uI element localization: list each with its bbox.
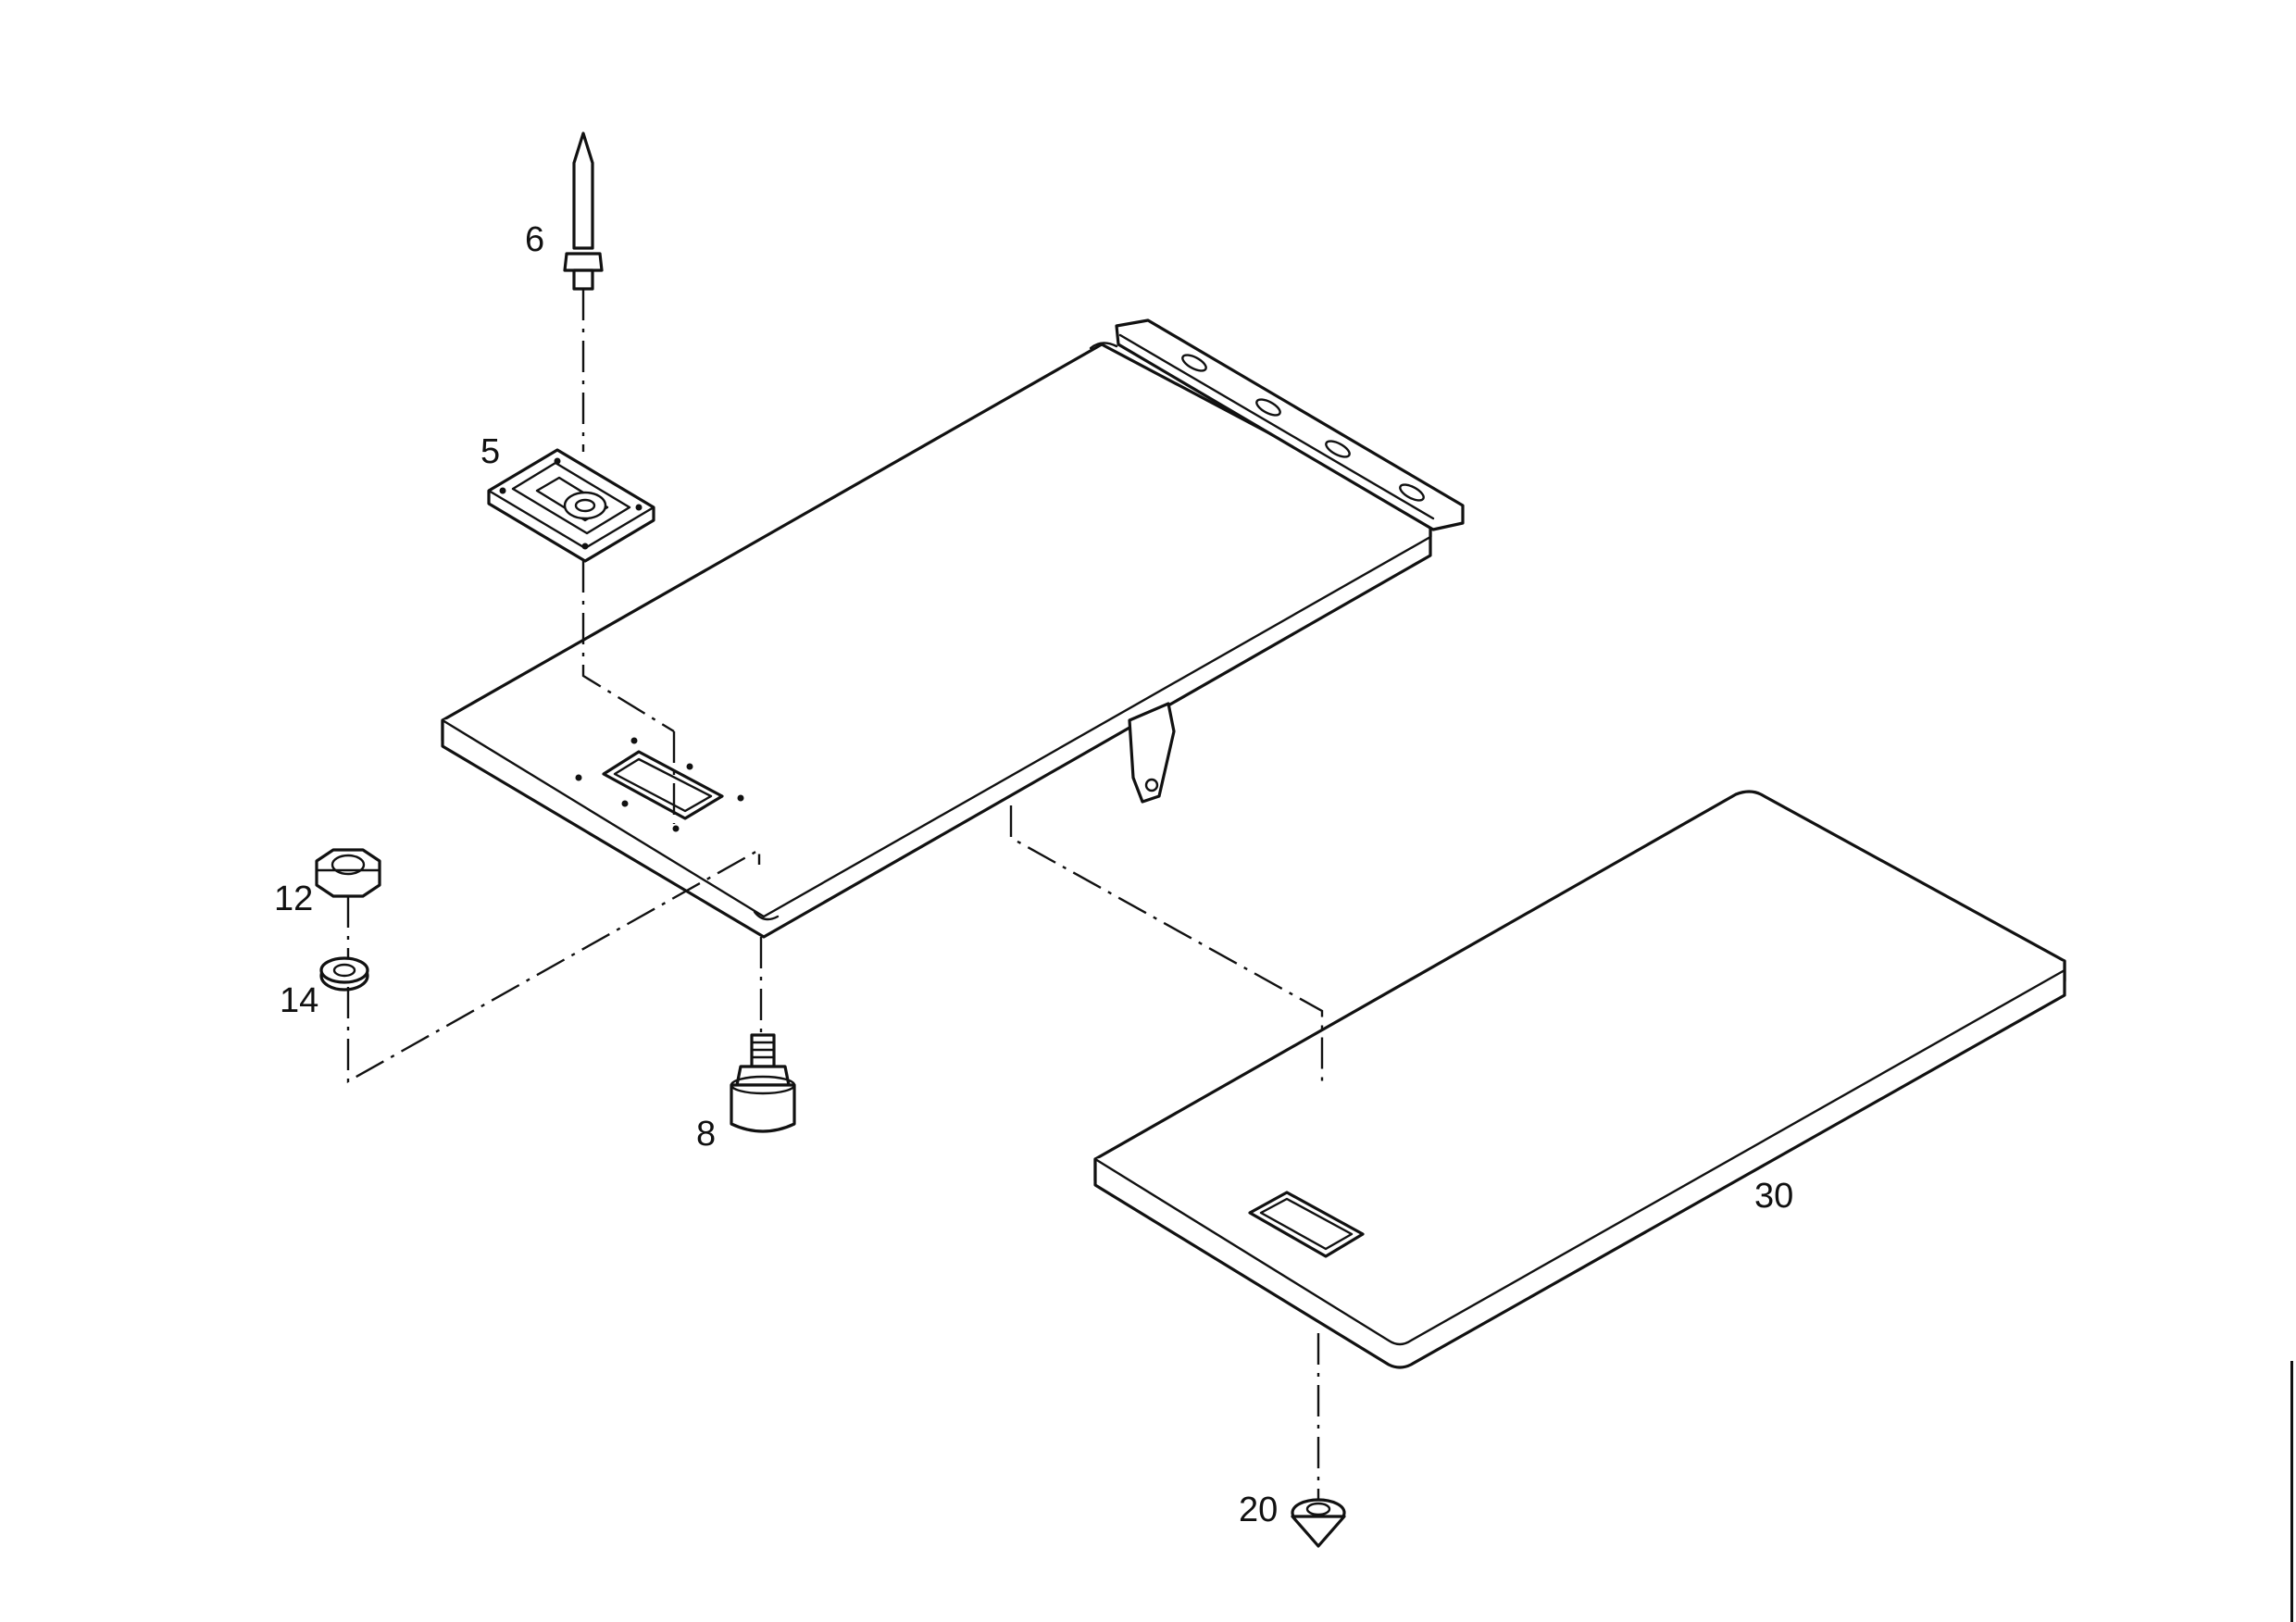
bracket-tab [1128, 702, 1176, 804]
panel-cutout [575, 737, 744, 832]
washer-part [319, 956, 369, 992]
hinge-strip [1115, 318, 1465, 531]
foot-part [730, 1033, 796, 1133]
callout-5: 5 [480, 432, 500, 471]
callout-14: 14 [280, 981, 318, 1020]
callout-20: 20 [1239, 1491, 1278, 1529]
callout-labels: 6 5 12 14 8 30 20 [274, 220, 1793, 1529]
callout-6: 6 [525, 220, 544, 259]
page-edge-mark [2290, 1361, 2293, 1622]
lower-board [1093, 790, 2066, 1369]
assembly-leaders [346, 289, 1324, 1500]
glide-part [1291, 1498, 1346, 1548]
callout-8: 8 [696, 1115, 716, 1154]
nut-part [315, 848, 381, 898]
pin-part [563, 131, 604, 291]
main-panel [441, 342, 1432, 939]
callout-30: 30 [1754, 1177, 1793, 1216]
callout-12: 12 [274, 880, 313, 918]
mounting-plate-part [487, 448, 655, 563]
